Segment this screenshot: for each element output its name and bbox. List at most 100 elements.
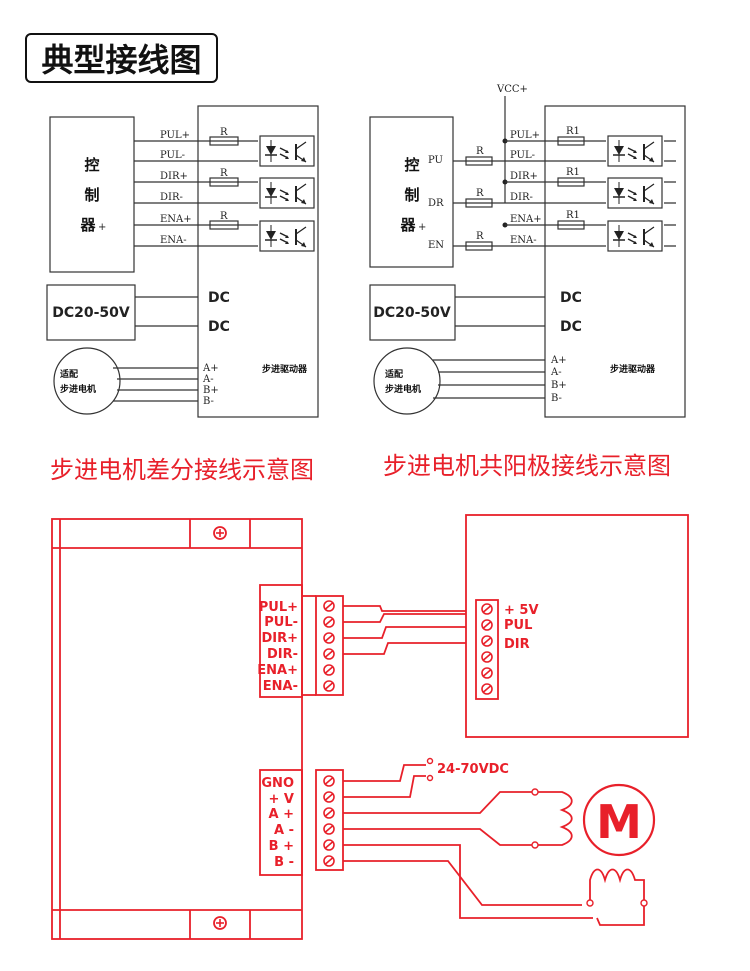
controller-char: 器 <box>399 216 416 234</box>
resistor <box>465 198 493 208</box>
controller-terminal-label: PUL <box>504 618 532 633</box>
signal-label: ENA+ <box>160 214 192 225</box>
driver-body <box>51 518 303 940</box>
dc-terminal: DC <box>208 290 230 306</box>
signal-label: PUL- <box>510 150 535 161</box>
power-terminal-block <box>315 769 344 871</box>
controller-char: 器 <box>79 216 96 234</box>
signal-label: ENA- <box>160 235 187 246</box>
controller-char: 制 <box>404 186 419 204</box>
controller-pin: PU <box>428 155 443 166</box>
terminal-label: A + <box>269 807 294 822</box>
terminal-label: ENA- <box>263 679 298 694</box>
caption-differential: 步进电机差分接线示意图 <box>50 456 314 484</box>
dc-terminal: DC <box>560 319 582 335</box>
motor-terminal: B- <box>203 396 214 407</box>
page-title: 典型接线图 <box>25 33 218 83</box>
mounting-hole-icon <box>213 916 227 930</box>
resistor-label: R1 <box>566 167 580 178</box>
resistor <box>465 156 493 166</box>
resistor-label: R1 <box>566 126 580 137</box>
resistor <box>209 136 239 146</box>
controller-char: 制 <box>84 186 99 204</box>
optocoupler <box>258 176 316 210</box>
differential-diagram: 控 制 器 + PUL+ PUL- DIR+ DIR- ENA+ ENA- R … <box>46 105 319 418</box>
optocoupler <box>258 134 316 168</box>
optocoupler <box>606 176 664 210</box>
controller-pin: EN <box>428 240 444 251</box>
motor-terminal: B+ <box>203 385 219 396</box>
motor-circle <box>373 347 441 415</box>
signal-label: PUL+ <box>160 130 190 141</box>
resistor-label: R <box>476 146 484 157</box>
motor-terminal: B- <box>551 393 562 404</box>
terminal-label: B - <box>274 855 294 870</box>
controller-suffix: + <box>98 222 106 233</box>
optocoupler <box>606 134 664 168</box>
signal-label: ENA- <box>510 235 537 246</box>
resistor-label: R <box>476 231 484 242</box>
motor-label: 适配 <box>60 368 78 380</box>
motor-label: 步进电机 <box>385 383 421 395</box>
dc-terminal: DC <box>560 290 582 306</box>
motor-label: 适配 <box>385 368 403 380</box>
controller-terminal-block <box>475 599 499 700</box>
motor-terminal: A+ <box>550 355 567 366</box>
driver-box <box>544 105 686 418</box>
terminal-label: PUL+ <box>259 600 298 615</box>
resistor-label: R1 <box>566 210 580 221</box>
resistor <box>465 241 493 251</box>
motor-circle <box>53 347 121 415</box>
signal-label: DIR- <box>160 192 183 203</box>
driver-label: 步进驱动器 <box>610 363 656 375</box>
signal-label: PUL- <box>160 150 185 161</box>
terminal-label: GNO <box>261 776 294 791</box>
motor-terminal: A- <box>202 374 214 385</box>
power-supply-box <box>369 284 456 341</box>
signal-label: ENA+ <box>510 214 542 225</box>
mounting-hole-icon <box>213 526 227 540</box>
terminal-label: A - <box>274 823 294 838</box>
controller-box <box>369 116 454 268</box>
power-supply-label: DC20-50V <box>373 305 451 321</box>
motor-letter: M <box>596 795 642 849</box>
terminal-label: B + <box>269 839 294 854</box>
controller-box <box>49 116 135 273</box>
controller-char: 控 <box>404 156 419 174</box>
controller-char: 控 <box>84 156 99 174</box>
common-anode-diagram: VCC+ 控 制 器 + PU DR EN R R R PUL+ PUL- DI… <box>369 84 686 418</box>
driver-box <box>197 105 319 418</box>
vcc-label: VCC+ <box>496 84 528 95</box>
signal-label: PUL+ <box>510 130 540 141</box>
driver-label: 步进驱动器 <box>262 363 308 375</box>
resistor <box>557 177 585 187</box>
terminal-label: PUL- <box>264 615 298 630</box>
supply-label: 24-70VDC <box>437 762 509 777</box>
resistor <box>557 220 585 230</box>
controller-box <box>465 514 689 738</box>
resistor <box>209 177 239 187</box>
controller-suffix: + <box>418 222 426 233</box>
controller-pin: DR <box>428 198 444 209</box>
signal-terminal-block <box>315 595 344 696</box>
dc-terminal: DC <box>208 319 230 335</box>
terminal-label: DIR+ <box>261 631 298 646</box>
power-supply-box <box>46 284 136 341</box>
driver-wiring-diagram: PUL+ PUL- DIR+ DIR- ENA+ ENA- GNO + V A … <box>51 514 689 940</box>
optocoupler <box>606 219 664 253</box>
signal-label: DIR+ <box>160 171 188 182</box>
resistor <box>209 220 239 230</box>
controller-terminal-label: DIR <box>504 637 530 652</box>
terminal-label: DIR- <box>267 647 298 662</box>
motor-terminal: A+ <box>202 363 219 374</box>
resistor-label: R <box>476 188 484 199</box>
resistor-label: R <box>220 211 228 222</box>
motor-terminal: B+ <box>551 380 567 391</box>
signal-label: DIR- <box>510 192 533 203</box>
optocoupler <box>258 219 316 253</box>
terminal-label: ENA+ <box>257 663 298 678</box>
resistor-label: R <box>220 168 228 179</box>
motor-label: 步进电机 <box>60 383 96 395</box>
terminal-label: + V <box>269 792 294 807</box>
